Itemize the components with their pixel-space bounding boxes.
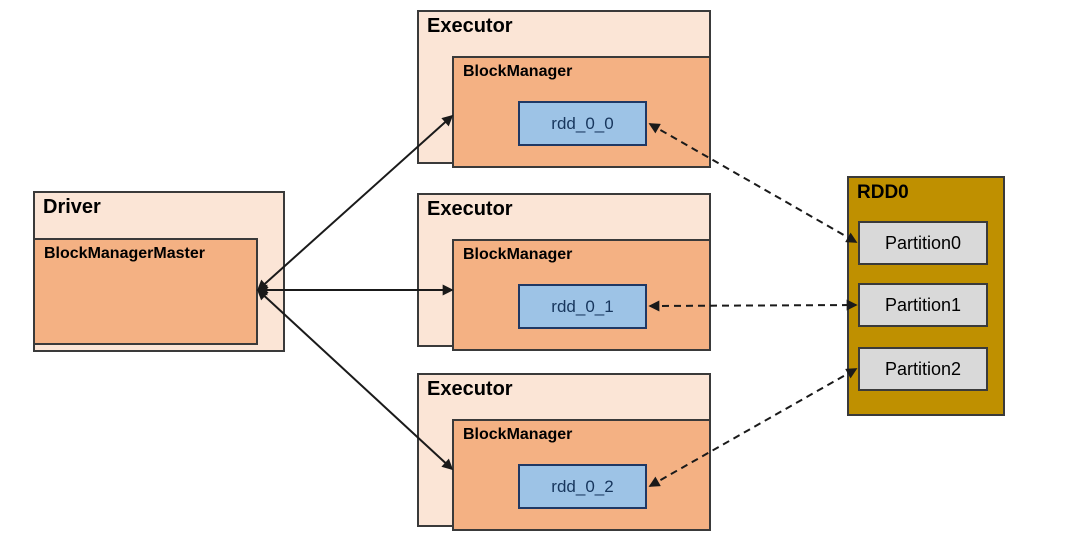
rdd-0-1-block: rdd_0_1 bbox=[518, 284, 647, 329]
executor-2-node: Executor BlockManager rdd_0_1 bbox=[417, 193, 711, 351]
executor-1-node: Executor BlockManager rdd_0_0 bbox=[417, 10, 711, 168]
executor-1-title: Executor bbox=[427, 15, 513, 37]
block-manager-master-label: BlockManagerMaster bbox=[44, 245, 205, 262]
driver-title: Driver bbox=[43, 196, 101, 218]
executor-1-block-manager-label: BlockManager bbox=[463, 63, 573, 80]
rdd0-title: RDD0 bbox=[857, 182, 909, 203]
executor-1-block-manager-node: BlockManager rdd_0_0 bbox=[452, 56, 711, 168]
driver-node: Driver BlockManagerMaster bbox=[33, 191, 285, 352]
executor-3-block-manager-label: BlockManager bbox=[463, 426, 573, 443]
rdd-0-0-block: rdd_0_0 bbox=[518, 101, 647, 146]
partition0-node: Partition0 bbox=[858, 221, 988, 265]
partition2-node: Partition2 bbox=[858, 347, 988, 391]
rdd-0-2-block: rdd_0_2 bbox=[518, 464, 647, 509]
executor-2-block-manager-label: BlockManager bbox=[463, 246, 573, 263]
block-manager-master-node: BlockManagerMaster bbox=[33, 238, 258, 345]
executor-3-block-manager-node: BlockManager rdd_0_2 bbox=[452, 419, 711, 531]
rdd0-node: RDD0 Partition0 Partition1 Partition2 bbox=[847, 176, 1005, 416]
executor-2-block-manager-node: BlockManager rdd_0_1 bbox=[452, 239, 711, 351]
executor-2-title: Executor bbox=[427, 198, 513, 220]
partition1-node: Partition1 bbox=[858, 283, 988, 327]
executor-3-node: Executor BlockManager rdd_0_2 bbox=[417, 373, 711, 531]
executor-3-title: Executor bbox=[427, 378, 513, 400]
